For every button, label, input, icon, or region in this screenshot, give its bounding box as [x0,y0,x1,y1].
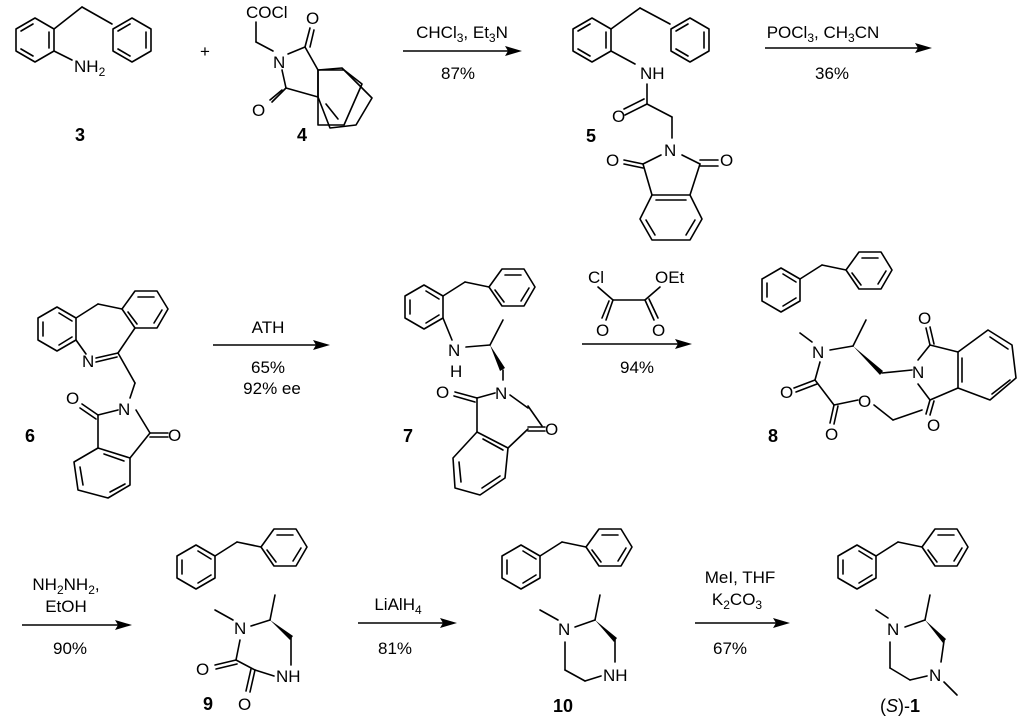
compound-label-10: 10 [553,696,573,716]
atom-n: N [558,620,570,639]
atom-n: N [812,343,824,362]
compound-label-s-1: (S)-1 [880,696,920,716]
compound-3: NH2 3 [15,6,152,145]
atom-n: N [118,400,130,419]
atom-cocl: COCl [246,3,288,22]
atom-o: O [436,383,449,402]
reagents-step-3: ATH [252,318,285,337]
arrow-head [313,340,330,350]
atom-o: O [66,389,79,408]
atom-o: O [927,416,940,435]
yield-step-6: 81% [378,639,412,658]
reagents-step-5-line2: EtOH [45,597,87,616]
arrow-head [505,46,522,56]
yield-step-5: 90% [53,639,87,658]
atom-o: O [720,151,733,170]
atom-o: O [196,660,209,679]
reaction-step-5: NH2NH2, EtOH 90% [22,575,132,658]
arrow-head [440,618,457,628]
atom-o: O [168,426,181,445]
compound-label-3: 3 [75,125,85,145]
compound-label-9: 9 [203,694,213,714]
compound-label-8: 8 [768,426,778,446]
atom-n: N [82,352,94,371]
arrow-head [915,43,932,53]
atom-o: O [306,9,319,28]
arrow-head [675,339,692,349]
atom-o: O [612,107,625,126]
atom-o: O [252,101,265,120]
yield-step-3: 65% [251,358,285,377]
plus-sign: + [200,42,210,61]
atom-n: N [664,141,676,160]
compound-label-5: 5 [586,126,596,146]
reaction-step-6: LiAlH4 81% [358,595,457,658]
compound-7: N H N O O 7 [403,268,558,496]
atom-nh2: NH2 [74,57,106,79]
ee-step-3: 92% ee [243,379,301,398]
reagents-step-1: CHCl3, Et3N [416,23,508,45]
reagents-step-7-line2: K2CO3 [712,590,763,612]
compound-s-1: N N (S)-1 [837,528,969,716]
reagent-oet: OEt [655,268,685,287]
yield-step-4: 94% [620,358,654,377]
yield-step-7: 67% [713,639,747,658]
compound-8: N N O O O O O 8 [761,251,1017,446]
atom-n: N [495,384,507,403]
reagent-o1: O [596,321,609,340]
compound-4: COCl N O O 4 [246,3,373,145]
atom-o: O [606,151,619,170]
atom-o: O [238,695,251,714]
reaction-step-1: CHCl3, Et3N 87% [403,23,522,83]
atom-o: O [918,309,931,328]
atom-h: H [450,362,462,381]
arrow-head [115,620,132,630]
atom-n: N [887,620,899,639]
reaction-step-3: ATH 65% 92% ee [213,318,330,398]
atom-nh: NH [603,666,628,685]
atom-n: N [448,341,460,360]
reagents-step-6: LiAlH4 [374,595,422,617]
compound-label-6: 6 [25,426,35,446]
reagent-cl: Cl [588,268,604,287]
atom-o: O [825,425,838,444]
atom-n: N [234,619,246,638]
compound-9: N NH O O 9 [176,528,308,714]
atom-nh: NH [276,667,301,686]
compound-10: N NH 10 [501,528,633,716]
compound-label-4: 4 [297,125,307,145]
reagents-step-7-line1: MeI, THF [705,568,776,587]
compound-5: NH O N O O 5 [572,7,733,241]
yield-step-1: 87% [441,64,475,83]
atom-o: O [780,383,793,402]
reagent-o2: O [652,321,665,340]
atom-nh: NH [640,64,665,83]
atom-n: N [273,53,285,72]
atom-n: N [929,666,941,685]
atom-o: O [858,392,871,411]
reagents-step-5-line1: NH2NH2, [32,575,99,597]
compound-label-7: 7 [403,426,413,446]
arrow-head [773,618,790,628]
yield-step-2: 36% [815,64,849,83]
reagents-step-2: POCl3, CH3CN [767,23,880,45]
atom-o: O [545,420,558,439]
reaction-step-7: MeI, THF K2CO3 67% [695,568,790,658]
reaction-step-2: POCl3, CH3CN 36% [765,23,932,83]
compound-6: N N O O 6 [25,290,181,499]
reaction-step-4: Cl OEt O O 94% [582,268,692,377]
atom-n: N [912,363,924,382]
